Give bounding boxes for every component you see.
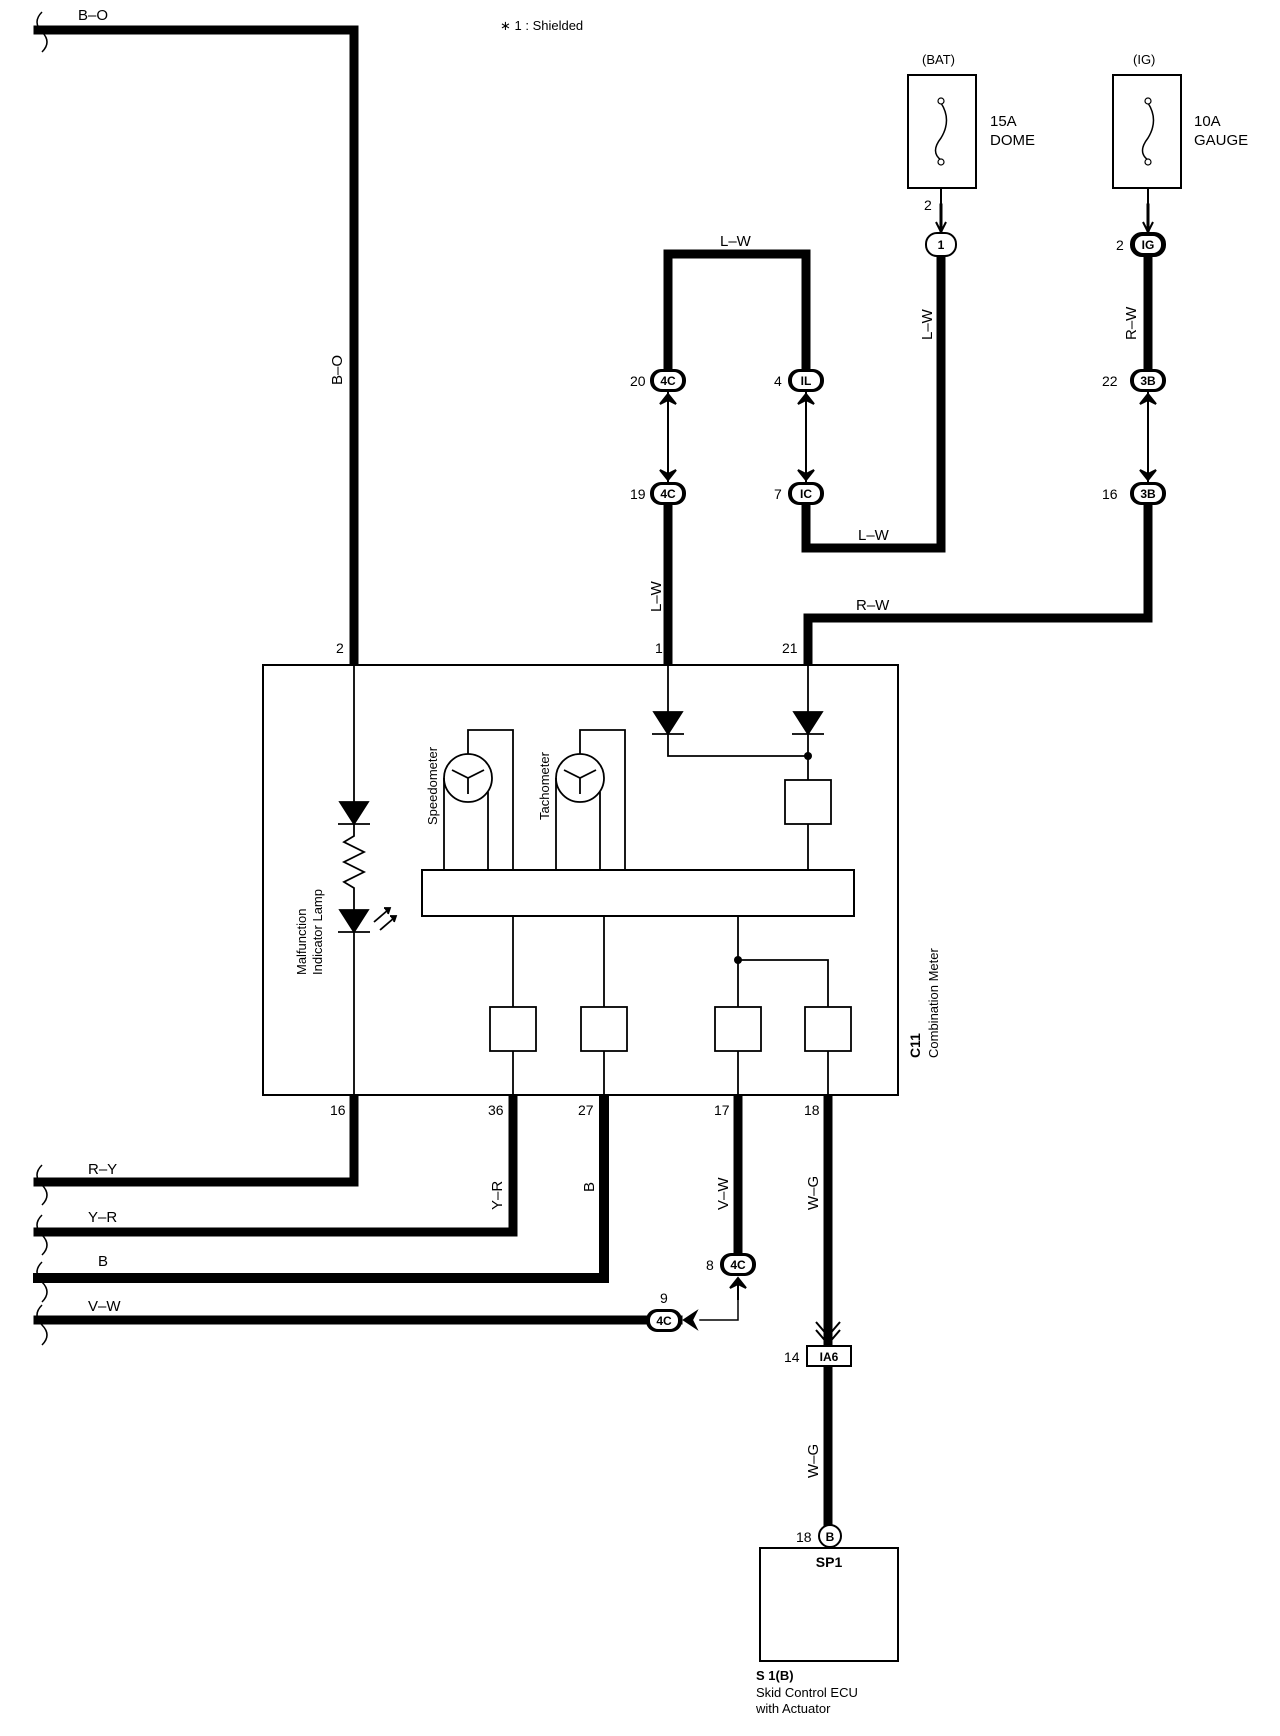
label-b-vertical: B: [581, 1182, 598, 1192]
ecu-name-2: with Actuator: [755, 1701, 831, 1716]
wire-v-w: [33, 1090, 743, 1325]
mating-arrows: [659, 392, 1157, 482]
meter-pin-36: 36: [488, 1102, 504, 1118]
wire-r-y: [33, 1090, 359, 1187]
svg-text:22: 22: [1102, 373, 1118, 389]
svg-text:18: 18: [796, 1529, 812, 1545]
fuse-bat-pin: 2: [924, 197, 932, 213]
svg-text:B: B: [826, 1530, 835, 1544]
meter-processor-block: [421, 869, 855, 917]
svg-text:19: 19: [630, 486, 646, 502]
fuse-ig-header: (IG): [1133, 52, 1155, 67]
connector-bat-1: 1: [925, 232, 957, 257]
svg-text:3B: 3B: [1140, 487, 1156, 501]
connector-ia6-14: IA6 14: [784, 1321, 852, 1367]
svg-text:4C: 4C: [660, 487, 676, 501]
label-v-w-vertical: V–W: [715, 1177, 732, 1210]
svg-text:8: 8: [706, 1257, 714, 1273]
svg-text:IA6: IA6: [820, 1350, 839, 1364]
label-l-w-loop: L–W: [720, 233, 752, 250]
ecu-box-label: SP1: [816, 1554, 843, 1570]
svg-text:IC: IC: [800, 487, 812, 501]
connector-3b-16: 3B 16: [1102, 482, 1166, 505]
svg-text:4C: 4C: [656, 1314, 672, 1328]
mil-circuit: [338, 665, 398, 1095]
fuse-bat-header: (BAT): [922, 52, 955, 67]
meter-pin-27: 27: [578, 1102, 594, 1118]
fuse-ig-name: GAUGE: [1194, 132, 1248, 149]
label-r-y: R–Y: [88, 1161, 117, 1178]
svg-text:7: 7: [774, 486, 782, 502]
connector-3b-22: 3B 22: [1102, 369, 1166, 392]
label-l-w-bottom: L–W: [858, 527, 890, 544]
svg-text:9: 9: [660, 1290, 668, 1306]
speedometer-label: Speedometer: [425, 746, 440, 825]
connector-4c-19: 4C 19: [630, 482, 686, 505]
svg-text:20: 20: [630, 373, 646, 389]
meter-code: C11: [907, 1033, 923, 1058]
output-modules: [489, 916, 852, 1095]
fuse-ig-pin: 2: [1116, 237, 1124, 253]
wire-l-w-loop: [663, 249, 811, 385]
label-l-w-dome: L–W: [919, 308, 936, 340]
ecu-name-1: Skid Control ECU: [756, 1685, 858, 1700]
svg-text:4C: 4C: [730, 1258, 746, 1272]
meter-pin-1: 1: [655, 640, 663, 656]
label-y-r-vertical: Y–R: [489, 1181, 506, 1210]
connector-4c-9: 4C 9: [646, 1290, 699, 1332]
label-r-w-pin21: R–W: [856, 597, 890, 614]
svg-text:14: 14: [784, 1349, 800, 1365]
svg-text:1: 1: [938, 238, 945, 252]
label-b-left: B: [98, 1253, 108, 1270]
svg-text:IG: IG: [1142, 238, 1155, 252]
fuse-bat-rating: 15A: [990, 113, 1017, 130]
connector-b-18: B 18: [796, 1524, 842, 1548]
label-r-w-ig: R–W: [1123, 306, 1140, 340]
wire-b-o: [33, 25, 359, 670]
tachometer-label: Tachometer: [537, 751, 552, 820]
svg-text:4C: 4C: [660, 374, 676, 388]
meter-pin-2: 2: [336, 640, 344, 656]
meter-name: Combination Meter: [926, 948, 941, 1058]
speedometer-gauge: [443, 729, 514, 870]
label-b-o-top: B–O: [78, 7, 108, 24]
wire-b: [33, 1090, 609, 1283]
meter-pin-18: 18: [804, 1102, 820, 1118]
wire-y-r: [33, 1090, 518, 1237]
svg-text:16: 16: [1102, 486, 1118, 502]
connector-ic-7: IC 7: [774, 482, 824, 505]
label-v-w-left: V–W: [88, 1298, 121, 1315]
svg-text:4: 4: [774, 373, 782, 389]
fuse-ig: (IG) 10A GAUGE 2: [1112, 52, 1248, 253]
connector-il-4: IL 4: [774, 369, 824, 392]
meter-pin-21: 21: [782, 640, 798, 656]
fuse-ig-rating: 10A: [1194, 113, 1221, 130]
connector-4c-20: 4C 20: [630, 369, 686, 392]
label-w-g-lower: W–G: [805, 1444, 822, 1478]
power-diodes: [652, 665, 832, 870]
label-w-g-upper: W–G: [805, 1176, 822, 1210]
wire-l-w-dome: [801, 203, 946, 553]
fuse-bat: (BAT) 15A DOME 2: [907, 52, 1035, 213]
fuse-bat-name: DOME: [990, 132, 1035, 149]
connector-4c-8: 4C 8: [706, 1253, 756, 1300]
mil-label-1: Malfunction: [294, 909, 309, 975]
wire-r-w-pin21: [803, 500, 1153, 670]
label-y-r-left: Y–R: [88, 1209, 117, 1226]
label-b-o-vertical: B–O: [329, 355, 346, 385]
mil-label-2: Indicator Lamp: [310, 889, 325, 975]
svg-text:IL: IL: [801, 374, 812, 388]
shielded-note: ∗ 1 : Shielded: [500, 18, 583, 33]
meter-pin-16: 16: [330, 1102, 346, 1118]
label-l-w-pin1: L–W: [648, 580, 665, 612]
tachometer-gauge: [555, 729, 626, 870]
meter-pin-17: 17: [714, 1102, 730, 1118]
ecu-code: S 1(B): [756, 1668, 794, 1683]
connector-ig: IG: [1130, 232, 1166, 257]
left-edge-breaks: [36, 11, 48, 1346]
skid-control-ecu: SP1 S 1(B) Skid Control ECU with Actuato…: [755, 1547, 899, 1716]
combination-meter: 2 1 21 16 36 27 17 18 Malfunction Indica…: [262, 640, 941, 1118]
svg-text:3B: 3B: [1140, 374, 1156, 388]
